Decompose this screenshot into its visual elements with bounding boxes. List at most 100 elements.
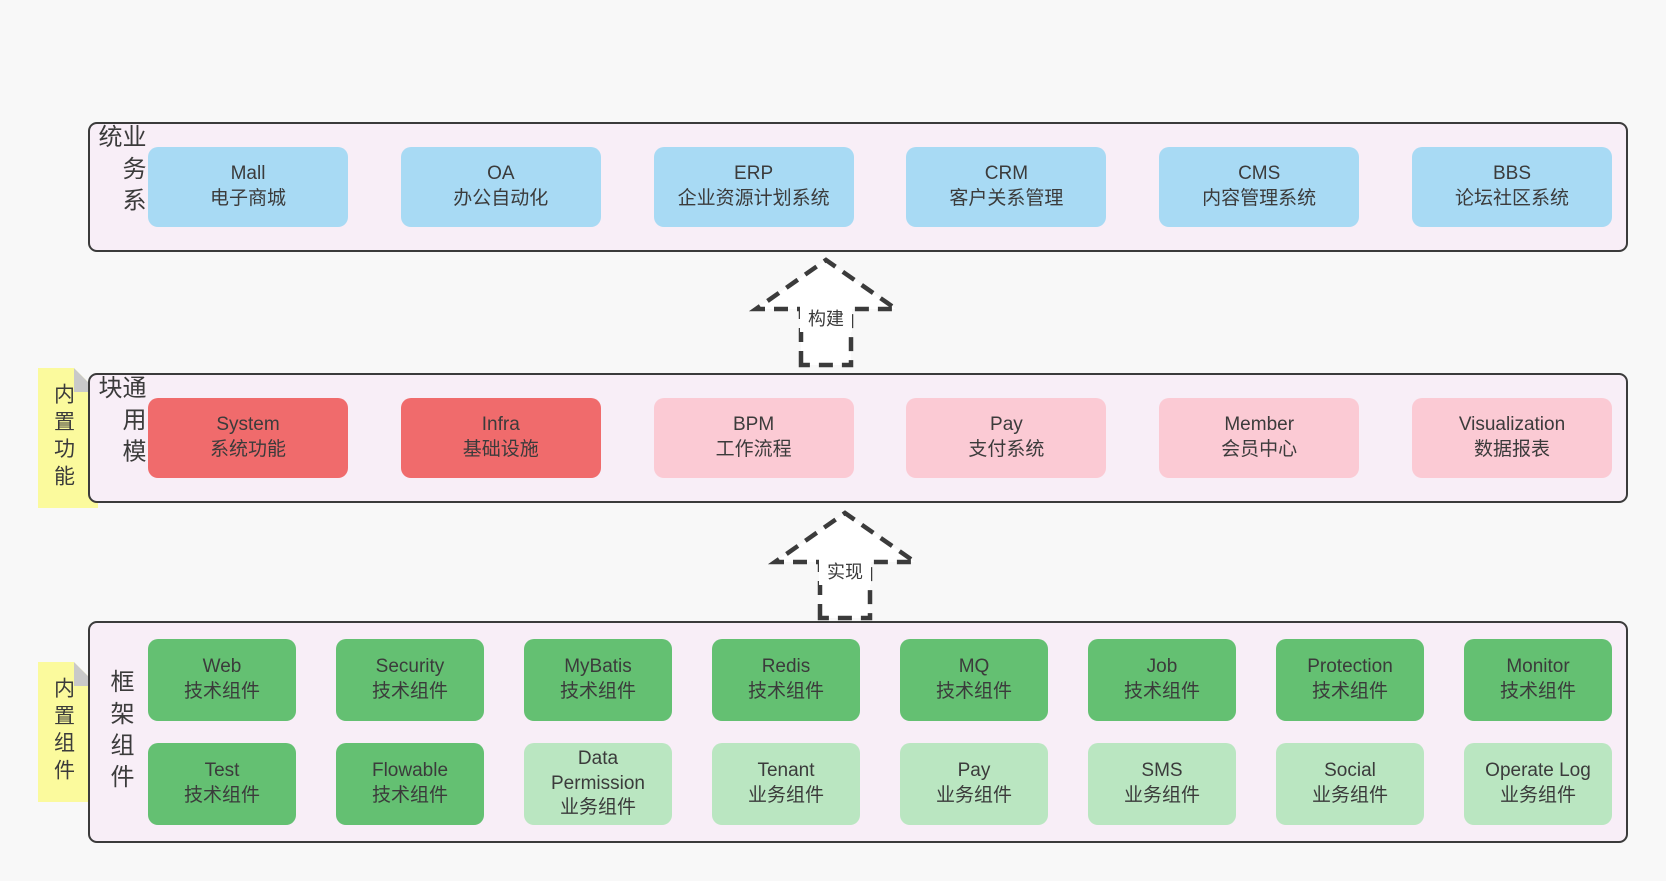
box-desc: 数据报表 — [1473, 439, 1550, 460]
module-box-mybatis: MyBatis 技术组件 — [524, 639, 672, 721]
box-name: Member — [1224, 414, 1295, 436]
module-box-redis: Redis 技术组件 — [712, 639, 860, 721]
module-box-oa: OA 办公自动化 — [400, 147, 601, 227]
module-box-monitor: Monitor 技术组件 — [1464, 639, 1612, 721]
box-desc: 系统功能 — [209, 439, 286, 460]
box-desc: 论坛社区系统 — [1454, 188, 1569, 209]
sticky-note-text: 内置功能 — [51, 383, 75, 493]
box-name: Pay — [990, 414, 1023, 436]
box-name: Web — [202, 656, 242, 678]
box-desc: 技术组件 — [1311, 681, 1388, 702]
module-box-security: Security 技术组件 — [336, 639, 484, 721]
box-desc: 业务组件 — [935, 785, 1012, 806]
band-label: 框架组件 — [106, 668, 133, 796]
box-name: Pay — [957, 760, 991, 782]
band-box-row: Mall 电子商城 OA 办公自动化 ERP 企业资源计划系统 CRM 客户关系管理 CMS 内容… — [148, 124, 1612, 250]
dashed-up-arrow-implement: 实现 — [767, 510, 923, 621]
box-desc: 技术组件 — [559, 681, 636, 702]
box-desc: 办公自动化 — [453, 188, 549, 209]
box-desc: 技术组件 — [1123, 681, 1200, 702]
box-desc: 技术组件 — [183, 681, 260, 702]
module-box-visualization: Visualization 数据报表 — [1411, 398, 1612, 478]
module-box-web: Web 技术组件 — [148, 639, 296, 721]
module-box-social: Social 业务组件 — [1276, 743, 1424, 825]
box-name: MQ — [958, 656, 990, 678]
box-desc: 电子商城 — [209, 188, 286, 209]
arrow-label: 构建 — [808, 309, 844, 329]
box-name: CRM — [984, 163, 1029, 185]
box-desc: 技术组件 — [1499, 681, 1576, 702]
module-box-mq: MQ 技术组件 — [900, 639, 1048, 721]
box-desc: 内容管理系统 — [1202, 188, 1317, 209]
module-box-mall: Mall 电子商城 — [148, 147, 348, 227]
box-desc: 业务组件 — [1123, 785, 1200, 806]
box-name: Monitor — [1506, 656, 1570, 678]
box-name: Infra — [481, 414, 520, 436]
module-box-member: Member 会员中心 — [1159, 398, 1360, 478]
box-name: Tenant — [757, 760, 815, 782]
dashed-up-arrow-build: 构建 — [748, 257, 904, 368]
arrow-label-bg — [819, 557, 871, 585]
module-box-test: Test 技术组件 — [148, 743, 296, 825]
box-name: Visualization — [1458, 414, 1566, 436]
box-name: ERP — [734, 163, 774, 185]
box-name: CMS — [1238, 163, 1281, 185]
module-box-operate-log: Operate Log 业务组件 — [1464, 743, 1612, 825]
sticky-note-text: 内置组件 — [51, 677, 75, 787]
box-name: OA — [487, 163, 515, 185]
box-name: BBS — [1492, 163, 1531, 185]
box-name: Redis — [761, 656, 811, 678]
module-box-pay: Pay 业务组件 — [900, 743, 1048, 825]
box-name: Test — [204, 760, 240, 782]
box-desc: 技术组件 — [371, 681, 448, 702]
box-name: Security — [375, 656, 445, 678]
box-name: Social — [1324, 760, 1376, 782]
box-desc: 业务组件 — [559, 797, 636, 819]
box-name: Mall — [230, 163, 266, 185]
box-desc: 技术组件 — [935, 681, 1012, 702]
box-desc: 业务组件 — [747, 785, 824, 806]
box-desc: 支付系统 — [968, 439, 1045, 460]
module-box-pay: Pay 支付系统 — [906, 398, 1107, 478]
module-box-system: System 系统功能 — [148, 398, 348, 478]
box-desc: 业务组件 — [1311, 785, 1388, 806]
arrow-label-bg — [800, 304, 852, 332]
band-box-row: System 系统功能 Infra 基础设施 BPM 工作流程 Pay 支付系统 Member 会… — [148, 375, 1612, 501]
module-box-infra: Infra 基础设施 — [400, 398, 601, 478]
module-box-erp: ERP 企业资源计划系统 — [653, 147, 854, 227]
box-desc: 技术组件 — [183, 785, 260, 806]
box-desc: 工作流程 — [715, 439, 792, 460]
module-box-crm: CRM 客户关系管理 — [906, 147, 1107, 227]
box-name: MyBatis — [564, 656, 632, 678]
module-box-flowable: Flowable 技术组件 — [336, 743, 484, 825]
module-box-tenant: Tenant 业务组件 — [712, 743, 860, 825]
module-box-cms: CMS 内容管理系统 — [1159, 147, 1360, 227]
box-desc: 技术组件 — [371, 785, 448, 806]
box-name: Operate Log — [1485, 760, 1591, 782]
box-desc: 基础设施 — [462, 439, 539, 460]
arrow-label: 实现 — [827, 562, 863, 582]
box-desc: 客户关系管理 — [949, 188, 1064, 209]
module-box-bpm: BPM 工作流程 — [653, 398, 854, 478]
module-box-bbs: BBS 论坛社区系统 — [1411, 147, 1612, 227]
box-desc: 会员中心 — [1221, 439, 1298, 460]
box-desc: 技术组件 — [747, 681, 824, 702]
box-desc: 企业资源计划系统 — [677, 188, 830, 209]
box-name: BPM — [733, 414, 775, 436]
band-label: 通用模块 — [94, 375, 145, 471]
box-name: Protection — [1307, 656, 1393, 678]
band-common-modules: 通用模块 System 系统功能 Infra 基础设施 BPM 工作流程 Pay 支付系统 Me… — [88, 373, 1628, 503]
box-name: System — [216, 414, 280, 436]
module-box-protection: Protection 技术组件 — [1276, 639, 1424, 721]
box-name: Flowable — [371, 760, 449, 782]
box-desc: 业务组件 — [1499, 785, 1576, 806]
